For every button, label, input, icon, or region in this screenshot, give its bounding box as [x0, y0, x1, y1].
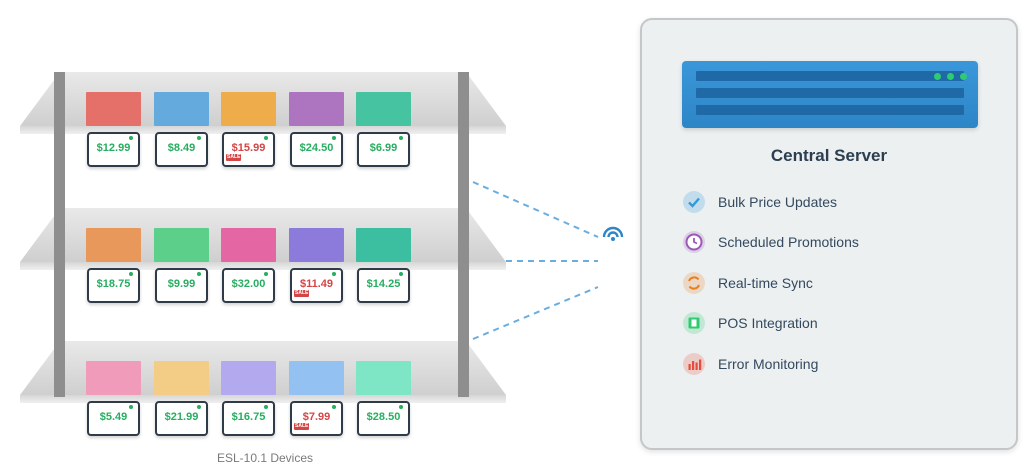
wifi-icon [602, 226, 624, 241]
shelf-edge [20, 395, 506, 403]
server-title: Central Server [770, 146, 888, 165]
feature-label: Bulk Price Updates [718, 194, 838, 210]
feature-label: Error Monitoring [718, 356, 819, 372]
shelf-edge [20, 262, 506, 270]
status-led [934, 73, 941, 80]
status-dot-icon [264, 136, 268, 140]
price-text: $18.75 [96, 278, 131, 290]
feature-item: Error Monitoring [682, 352, 982, 376]
product-box [356, 361, 411, 395]
product-box [154, 228, 209, 262]
price-text: $8.49 [167, 142, 196, 154]
server-bay [696, 105, 964, 115]
product-box [356, 228, 411, 262]
price-text: $6.99 [369, 142, 398, 154]
clock-icon [683, 231, 705, 253]
price-text: $12.99 [96, 142, 131, 154]
product-box [154, 92, 209, 126]
product-box [356, 92, 411, 126]
sale-badge: SALE [226, 154, 242, 161]
electronic-shelf-label: $5.49 [87, 401, 140, 436]
electronic-shelf-label: $8.49 [155, 132, 208, 167]
sync-icon [683, 272, 705, 294]
sale-badge: SALE [294, 423, 310, 430]
electronic-shelf-label: $28.50 [357, 401, 410, 436]
status-dot-icon [197, 405, 201, 409]
electronic-shelf-label: $16.75 [222, 401, 275, 436]
product-box [289, 228, 344, 262]
price-text: $16.75 [231, 411, 266, 423]
product-box [154, 361, 209, 395]
feature-label: Real-time Sync [718, 275, 813, 291]
electronic-shelf-label: $6.99 [357, 132, 410, 167]
server-rack-icon [682, 61, 978, 128]
chart-icon [683, 353, 705, 375]
electronic-shelf-label: $24.50 [290, 132, 343, 167]
status-led [960, 73, 967, 80]
product-box [289, 361, 344, 395]
sale-badge: SALE [294, 290, 310, 297]
link-line-bottom [472, 286, 599, 340]
status-dot-icon [399, 136, 403, 140]
electronic-shelf-label: $32.00 [222, 268, 275, 303]
price-text: $5.49 [99, 411, 128, 423]
shelf-post-right [458, 72, 469, 397]
feature-item: Scheduled Promotions [682, 230, 982, 254]
product-box [221, 92, 276, 126]
price-text: $14.25 [366, 278, 401, 290]
product-box [221, 228, 276, 262]
devices-label: ESL-10.1 Devices [216, 451, 314, 465]
status-dot-icon [332, 136, 336, 140]
status-dot-icon [129, 136, 133, 140]
feature-label: POS Integration [718, 315, 818, 331]
server-bay [696, 88, 964, 98]
server-bay [696, 71, 964, 81]
electronic-shelf-label: $12.99 [87, 132, 140, 167]
feature-label: Scheduled Promotions [718, 234, 859, 250]
status-dot-icon [399, 272, 403, 276]
electronic-shelf-label: $14.25 [357, 268, 410, 303]
product-box [86, 228, 141, 262]
link-line-top [472, 181, 599, 238]
price-text: $28.50 [366, 411, 401, 423]
status-dot-icon [197, 272, 201, 276]
feature-item: Bulk Price Updates [682, 190, 982, 214]
shelf-edge [20, 126, 506, 134]
electronic-shelf-label: $18.75 [87, 268, 140, 303]
shelf-post-left [54, 72, 65, 397]
status-dot-icon [129, 272, 133, 276]
product-box [86, 92, 141, 126]
status-dot-icon [399, 405, 403, 409]
product-box [221, 361, 276, 395]
price-text: $32.00 [231, 278, 266, 290]
status-dot-icon [197, 136, 201, 140]
price-text: $9.99 [167, 278, 196, 290]
price-text: $21.99 [164, 411, 199, 423]
check-icon [683, 191, 705, 213]
status-led [947, 73, 954, 80]
terminal-icon [683, 312, 705, 334]
feature-item: Real-time Sync [682, 271, 982, 295]
product-box [289, 92, 344, 126]
status-dot-icon [332, 405, 336, 409]
product-box [86, 361, 141, 395]
feature-item: POS Integration [682, 311, 982, 335]
status-dot-icon [129, 405, 133, 409]
electronic-shelf-label: $9.99 [155, 268, 208, 303]
electronic-shelf-label: $21.99 [155, 401, 208, 436]
price-text: $7.99 [302, 411, 331, 423]
status-dot-icon [264, 272, 268, 276]
price-text: $24.50 [299, 142, 334, 154]
status-dot-icon [332, 272, 336, 276]
price-text: $11.49 [299, 278, 334, 290]
status-dot-icon [264, 405, 268, 409]
price-text: $15.99 [231, 142, 266, 154]
